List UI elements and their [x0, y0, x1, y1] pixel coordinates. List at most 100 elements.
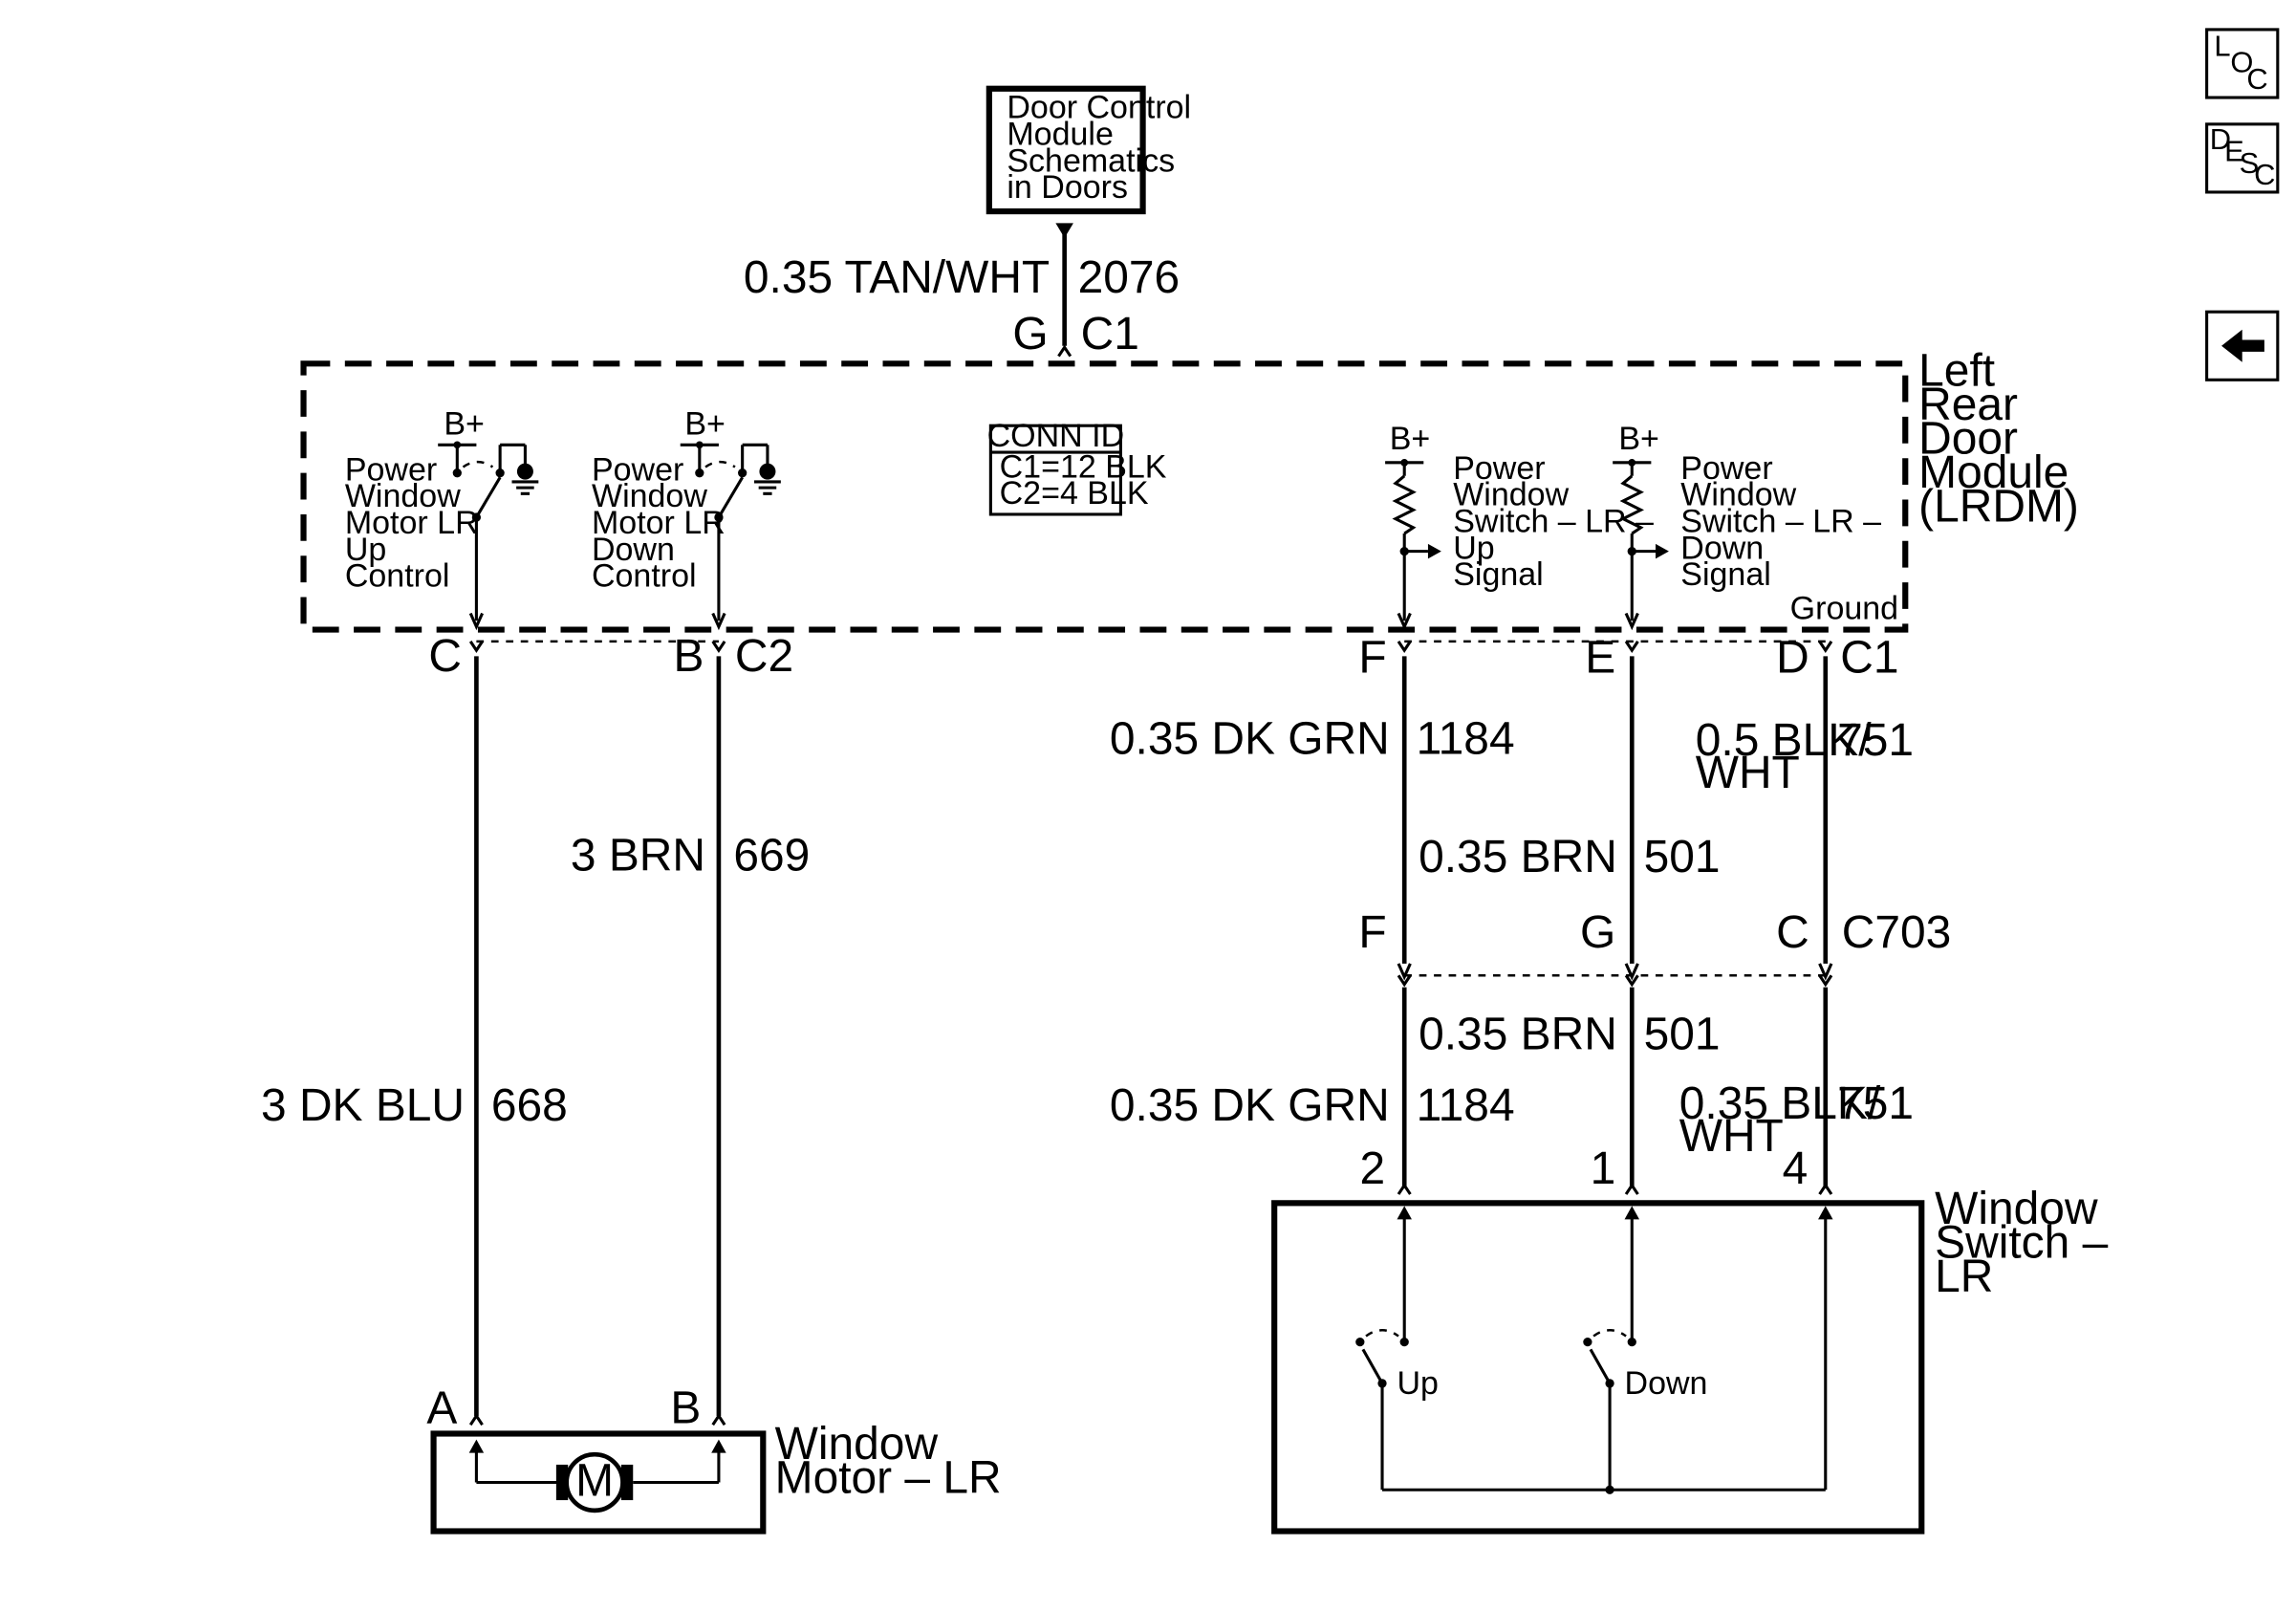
motor-icon: M: [555, 1451, 634, 1513]
switch-pin-1: 1: [1591, 1143, 1616, 1194]
dcm-text-line1: Door Control: [1007, 90, 1191, 126]
wire-501-lower: 0.35 BRN 501: [1419, 987, 1721, 1196]
switch-pin-4: 4: [1783, 1143, 1809, 1194]
loc-letter-3: C: [2246, 62, 2267, 96]
down-signal-line1: Power: [1680, 450, 1772, 487]
motor-pin-a: A: [426, 1383, 457, 1434]
down-switch-icon: Down: [1583, 1329, 1708, 1491]
up-control-line3: Motor LR: [345, 505, 479, 541]
wire-501-upper: 0.35 BRN 501: [1419, 656, 1721, 964]
bplus-label-4: B+: [1618, 421, 1659, 457]
wire-751-lower-label-1: 0.35 BLK/: [1679, 1078, 1881, 1129]
down-signal-line4: Down: [1680, 530, 1764, 566]
ground-label: Ground: [1790, 591, 1898, 627]
resistor-icon: [1619, 474, 1645, 535]
wire-751-lower-label-2: WHT: [1679, 1111, 1784, 1162]
up-control-line5: Control: [345, 558, 450, 595]
pin-g-c1: G: [1012, 309, 1048, 359]
ground-icon: [509, 462, 540, 495]
desc-letter-3: S: [2240, 146, 2260, 180]
up-signal-input: B+ Power Window Switch – LR – Up Signal: [1385, 421, 1654, 631]
motor-symbol: M: [575, 1455, 614, 1506]
conn-id-title: CONN ID: [987, 418, 1125, 454]
loc-letter-2: O: [2230, 46, 2253, 79]
down-control-line2: Window: [592, 478, 707, 514]
pin-d-c1: D: [1776, 632, 1809, 683]
bplus-label-2: B+: [684, 405, 726, 442]
switch-name-line3: LR: [1935, 1252, 1993, 1302]
up-control-line2: Window: [345, 478, 461, 514]
ground-icon: [752, 462, 783, 495]
down-control-line4: Down: [592, 532, 675, 568]
conn-id-c1: C1=12 BLK: [1000, 448, 1167, 485]
pin-g-c703: G: [1580, 907, 1615, 958]
wire-669-label: 3 BRN: [571, 831, 705, 882]
loc-button[interactable]: L O C: [2205, 28, 2280, 99]
wire-1184-lower-label: 0.35 DK GRN: [1110, 1080, 1390, 1131]
down-signal-line5: Signal: [1680, 556, 1771, 593]
bplus-label-1: B+: [444, 405, 485, 442]
up-switch-icon: Up: [1355, 1329, 1439, 1491]
switch-name-line1: Window: [1935, 1184, 2098, 1234]
wire-669-circuit: 669: [733, 831, 810, 882]
motor-name-line1: Window: [775, 1419, 939, 1469]
back-button[interactable]: [2205, 310, 2280, 381]
conn-id-box: CONN ID C1=12 BLK C2=4 BLK: [987, 418, 1167, 516]
wire-669: 3 BRN 669: [571, 656, 810, 1416]
wire-668: 3 DK BLU 668: [261, 656, 568, 1416]
wire-1184-upper: 0.35 DK GRN 1184: [1110, 656, 1515, 964]
wire-751-lower: 0.35 BLK/ WHT 751: [1679, 987, 1914, 1196]
module-connectors: C B C2 F E D C1: [428, 631, 1898, 684]
connector-c703: F G C C703: [1358, 907, 1952, 987]
lrdm-name-line3: Door: [1918, 414, 2018, 465]
wire-751-lower-circuit: 751: [1837, 1078, 1914, 1129]
wire-501-lower-label: 0.35 BRN: [1419, 1010, 1617, 1060]
wire-668-circuit: 668: [491, 1080, 568, 1131]
up-signal-line2: Window: [1453, 477, 1569, 513]
wire-1184-lower-circuit: 1184: [1417, 1080, 1515, 1131]
down-control-switch: B+ Power Window Motor LR Down Control: [592, 405, 783, 631]
lrdm-name-line4: Module: [1918, 447, 2069, 498]
connector-c1: C1: [1840, 632, 1898, 683]
lrdm-name-line5: (LRDM): [1918, 482, 2079, 533]
dcm-text-line4: in Doors: [1007, 169, 1128, 206]
lrdm-name-line2: Rear: [1918, 380, 2018, 430]
pin-c-c703: C: [1776, 907, 1809, 958]
door-control-module-box: Door Control Module Schematics in Doors: [986, 85, 1191, 215]
wire-751-upper: 0.5 BLK/ WHT 751: [1696, 656, 1914, 964]
pin-f-c703: F: [1358, 907, 1386, 958]
wire-2076: 0.35 TAN/WHT 2076 G C1: [744, 223, 1180, 359]
desc-button[interactable]: D E S C: [2205, 122, 2280, 194]
dcm-text-line2: Module: [1007, 116, 1114, 152]
up-signal-line5: Signal: [1453, 556, 1544, 593]
up-control-line4: Up: [345, 532, 386, 568]
wire-1184-lower: 0.35 DK GRN 1184: [1110, 987, 1515, 1196]
down-control-line3: Motor LR: [592, 505, 726, 541]
up-signal-line4: Up: [1453, 530, 1494, 566]
loc-letter-1: L: [2214, 30, 2230, 63]
left-arrow-icon: [2221, 329, 2264, 362]
up-switch-label: Up: [1397, 1365, 1438, 1402]
connector-c703-label: C703: [1842, 907, 1952, 958]
desc-letter-1: D: [2210, 122, 2231, 156]
resistor-icon: [1392, 474, 1417, 535]
pin-e-c1: E: [1585, 632, 1615, 683]
lrdm-module: Left Rear Door Module (LRDM) CONN ID C1=…: [300, 345, 2079, 633]
connector-c2: C2: [735, 631, 793, 682]
up-signal-line3: Switch – LR –: [1453, 504, 1654, 540]
dcm-text-line3: Schematics: [1007, 142, 1175, 179]
down-control-line1: Power: [592, 451, 683, 488]
up-control-line1: Power: [345, 451, 437, 488]
down-control-line5: Control: [592, 558, 697, 595]
pin-b-c2: B: [674, 631, 704, 682]
wire-2076-label: 0.35 TAN/WHT: [744, 252, 1050, 303]
wire-751-upper-circuit: 751: [1837, 715, 1914, 766]
switch-name-line2: Switch –: [1935, 1218, 2108, 1269]
pin-c-c2: C: [428, 631, 462, 682]
wire-668-label: 3 DK BLU: [261, 1080, 465, 1131]
window-switch-lr: 2 1 4 Window Switch – LR Up: [1271, 1143, 2109, 1535]
down-switch-label: Down: [1625, 1365, 1708, 1402]
motor-pin-b: B: [670, 1383, 701, 1434]
wire-751-upper-label-2: WHT: [1696, 748, 1800, 798]
